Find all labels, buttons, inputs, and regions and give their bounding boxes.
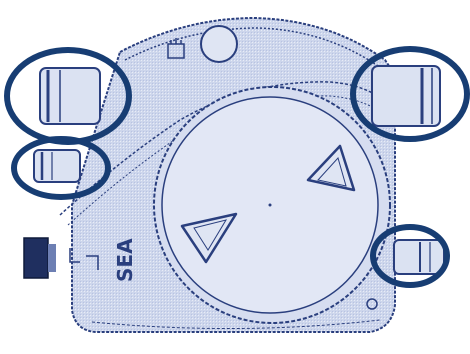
upper-right-roller [372, 66, 440, 126]
brand-label: SEA [113, 238, 137, 282]
upper-left-roller [40, 68, 100, 124]
lower-right-roller [394, 240, 444, 274]
dial-center-dot [269, 204, 272, 207]
top-button [201, 26, 237, 62]
side-knob [24, 238, 48, 278]
lower-left-roller [34, 150, 80, 182]
